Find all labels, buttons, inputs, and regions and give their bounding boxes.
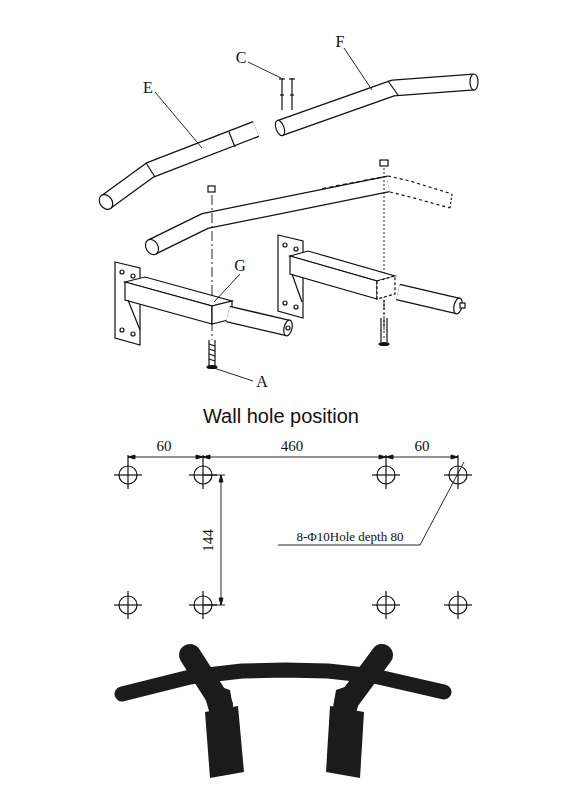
- hole-crosshair: [385, 591, 386, 619]
- leader-lines: [155, 48, 372, 381]
- hole-crosshair: [457, 591, 458, 619]
- hole-crosshair: [127, 455, 128, 489]
- screws-c: [279, 78, 295, 110]
- wall-holes: [114, 455, 472, 619]
- hole-crosshair: [127, 591, 128, 619]
- callout-letter: F: [336, 34, 345, 50]
- hole-crosshair: [202, 455, 203, 489]
- bar-part-e: [96, 129, 256, 212]
- dimension-text: 144: [201, 527, 216, 554]
- section-heading: Wall hole position: [203, 406, 359, 426]
- callout-letter: G: [234, 258, 246, 274]
- screw-a: [207, 340, 217, 369]
- dimension-text: 60: [413, 439, 432, 454]
- bar-part-f: [274, 74, 478, 137]
- dimension-text: 460: [279, 439, 306, 454]
- callout-letter: C: [236, 50, 247, 66]
- hole-crosshair: [385, 455, 386, 489]
- bracket-left: [115, 262, 294, 345]
- callout-letter: E: [143, 80, 153, 96]
- dimension-lines: [128, 455, 464, 605]
- product-photo: [122, 655, 444, 778]
- callout-letter: A: [256, 374, 268, 390]
- bracket-right: [278, 235, 465, 346]
- dimension-text: 60: [155, 439, 174, 454]
- hole-note: 8-Φ10Hole depth 80: [297, 530, 404, 543]
